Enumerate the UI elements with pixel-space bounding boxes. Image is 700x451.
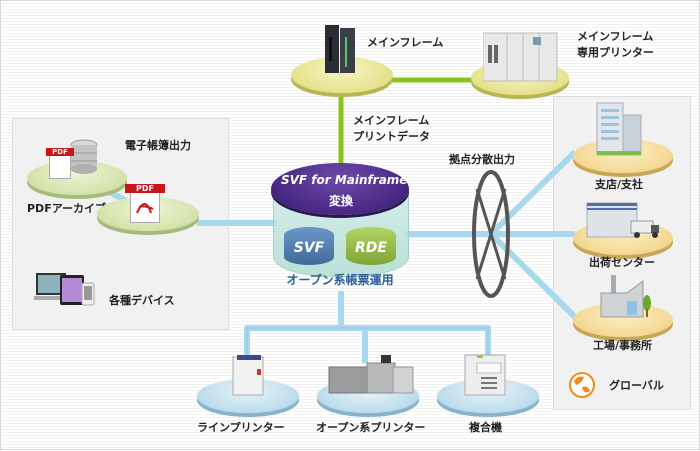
globe-icon: [569, 372, 595, 398]
link-dist-branch: [488, 149, 578, 237]
distribution-wheel-icon: [472, 170, 510, 298]
mainframe-printer-label: メインフレーム 専用プリンター: [577, 29, 654, 61]
svf-module: [284, 227, 334, 265]
pdf-badge: PDF: [46, 148, 74, 156]
hub-subtitle: 変換: [328, 194, 353, 208]
devices-label: 各種デバイス: [109, 294, 175, 307]
distribution-label: 拠点分散出力: [449, 153, 515, 166]
mainframe-printer-icon: [483, 32, 558, 82]
mainframe-printer-label-line2: 専用プリンター: [577, 46, 654, 59]
line-printer-label: ラインプリンター: [197, 421, 285, 434]
shipping-label: 出荷センター: [589, 256, 655, 269]
rde-module-label: RDE: [355, 240, 387, 256]
print-data-label-line1: メインフレーム: [353, 114, 430, 127]
hub-top: [271, 163, 409, 215]
mainframe-printer-label-line1: メインフレーム: [577, 30, 654, 43]
database-icon: [70, 139, 98, 174]
devices-icon: [34, 273, 95, 306]
mfp-label: 複合機: [469, 421, 502, 434]
hub-caption: オープン系帳票運用: [286, 273, 394, 287]
svf-module-label: SVF: [293, 240, 325, 256]
branch-label: 支店/支社: [595, 178, 644, 191]
multifunction-printer-icon: [464, 354, 506, 396]
warehouse-truck-icon: [586, 202, 659, 238]
rde-module: [346, 227, 396, 265]
hub-title: SVF for Mainframe: [281, 173, 408, 187]
pdf-file-icon: PDF: [46, 148, 74, 179]
print-data-label-line2: プリントデータ: [353, 130, 430, 143]
office-building-icon: [596, 102, 642, 156]
line-printer-icon: [232, 355, 264, 396]
ebook-output-label: 電子帳簿出力: [125, 139, 191, 152]
factory-label: 工場/事務所: [593, 339, 653, 352]
global-label: グローバル: [609, 379, 664, 392]
production-printer-icon: [328, 355, 414, 394]
mainframe-label: メインフレーム: [367, 36, 444, 49]
adobe-logo-icon: [136, 203, 154, 214]
mainframe-icon: [325, 25, 355, 73]
pdf-archive-label: PDFアーカイブ: [27, 202, 107, 215]
pdf-document-icon: PDF: [125, 184, 165, 223]
print-data-label: メインフレーム プリントデータ: [353, 113, 430, 145]
pdf-badge: PDF: [125, 184, 165, 193]
link-dist-factory: [488, 231, 578, 320]
factory-icon: [600, 275, 651, 318]
open-printer-label: オープン系プリンター: [316, 421, 426, 434]
